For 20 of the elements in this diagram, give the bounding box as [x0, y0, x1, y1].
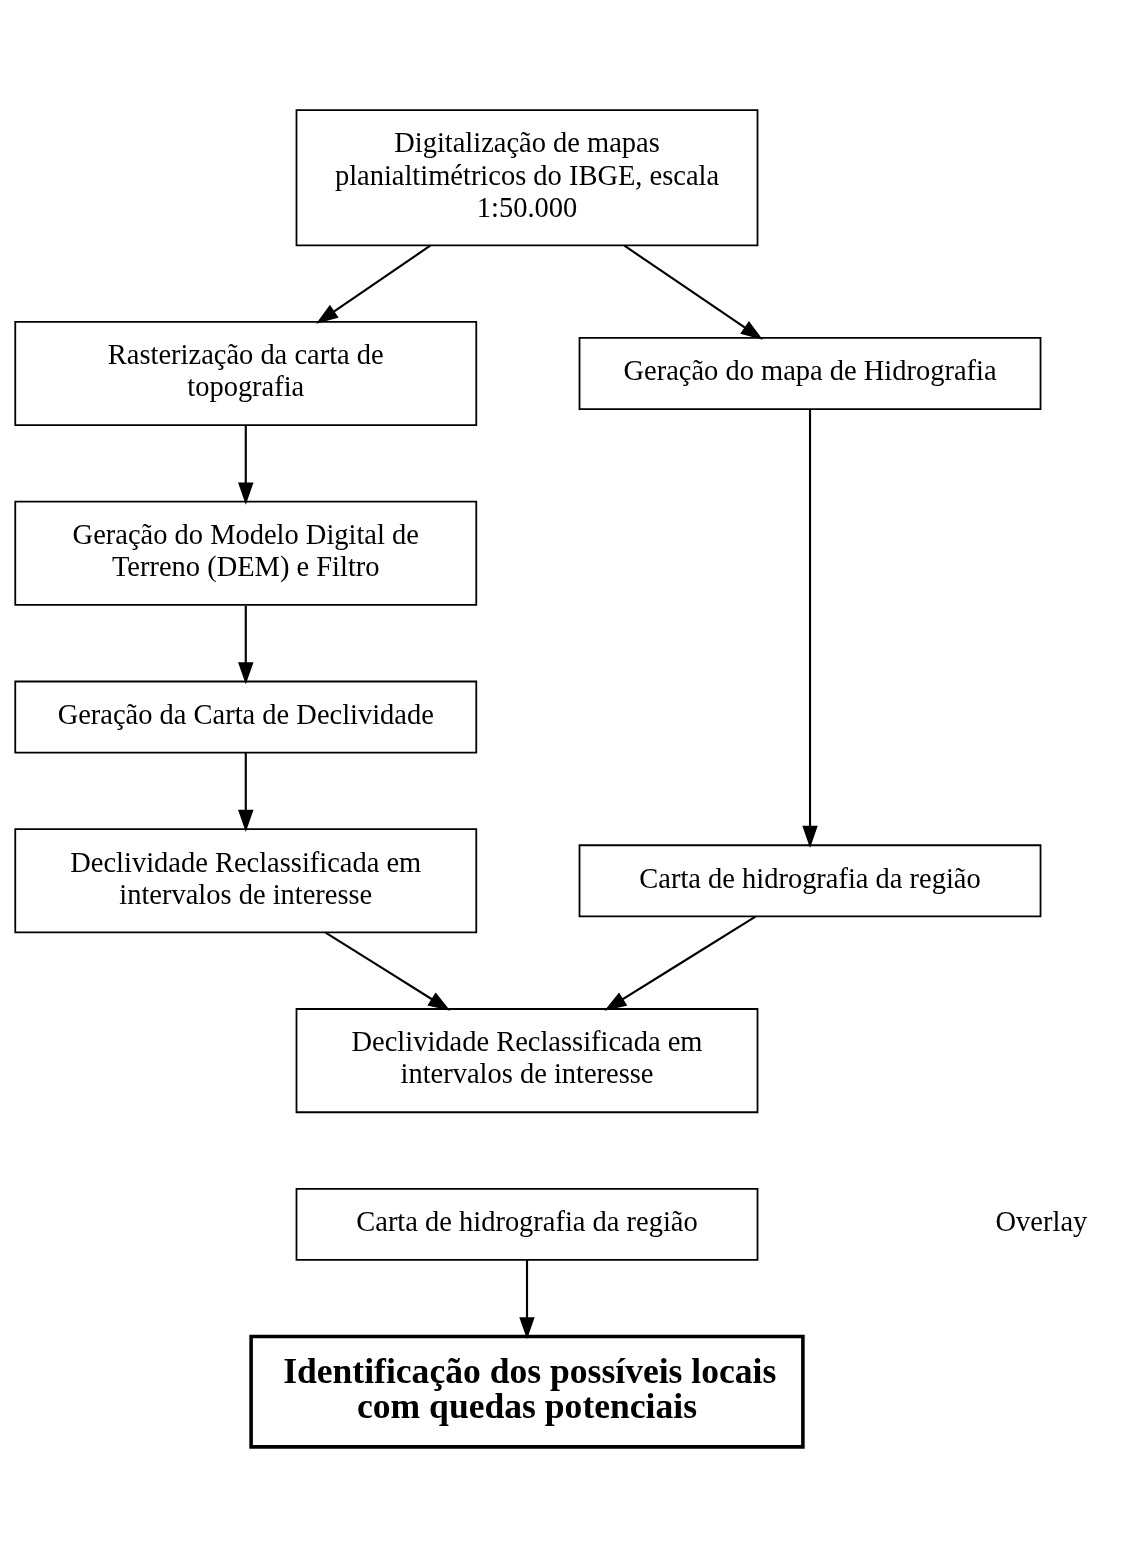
node-box: Identificação dos possíveis locais com quedas potenciais	[249, 1334, 805, 1449]
arrow	[623, 244, 763, 340]
node-box: Digitalização de mapas planialtimétricos do IBGE, escala 1:50.000	[295, 108, 759, 246]
arrow	[325, 931, 451, 1011]
node-box: Declividade Reclassificada em intervalos de interesse	[295, 1007, 759, 1113]
node-box: Carta de hidrografia da região	[578, 843, 1042, 917]
label: Overlay	[995, 1205, 1088, 1237]
arrow	[238, 424, 254, 505]
arrow	[316, 244, 431, 324]
node-box: Carta de hidrografia da região	[295, 1187, 759, 1261]
arrow	[802, 408, 818, 848]
node-box: Declividade Reclassificada em intervalos de interesse	[14, 827, 478, 933]
node-box: Geração do mapa de Hidrografia	[578, 336, 1042, 410]
arrow	[238, 605, 254, 684]
arrow	[519, 1259, 535, 1339]
node-box: Geração da Carta de Declividade	[14, 680, 478, 754]
node-box: Geração do Modelo Digital de Terreno (DEM) e Filtro	[14, 500, 478, 606]
arrow	[238, 752, 254, 832]
arrow	[604, 915, 756, 1011]
node-box: Rasterização da carta de topografia	[14, 320, 478, 426]
